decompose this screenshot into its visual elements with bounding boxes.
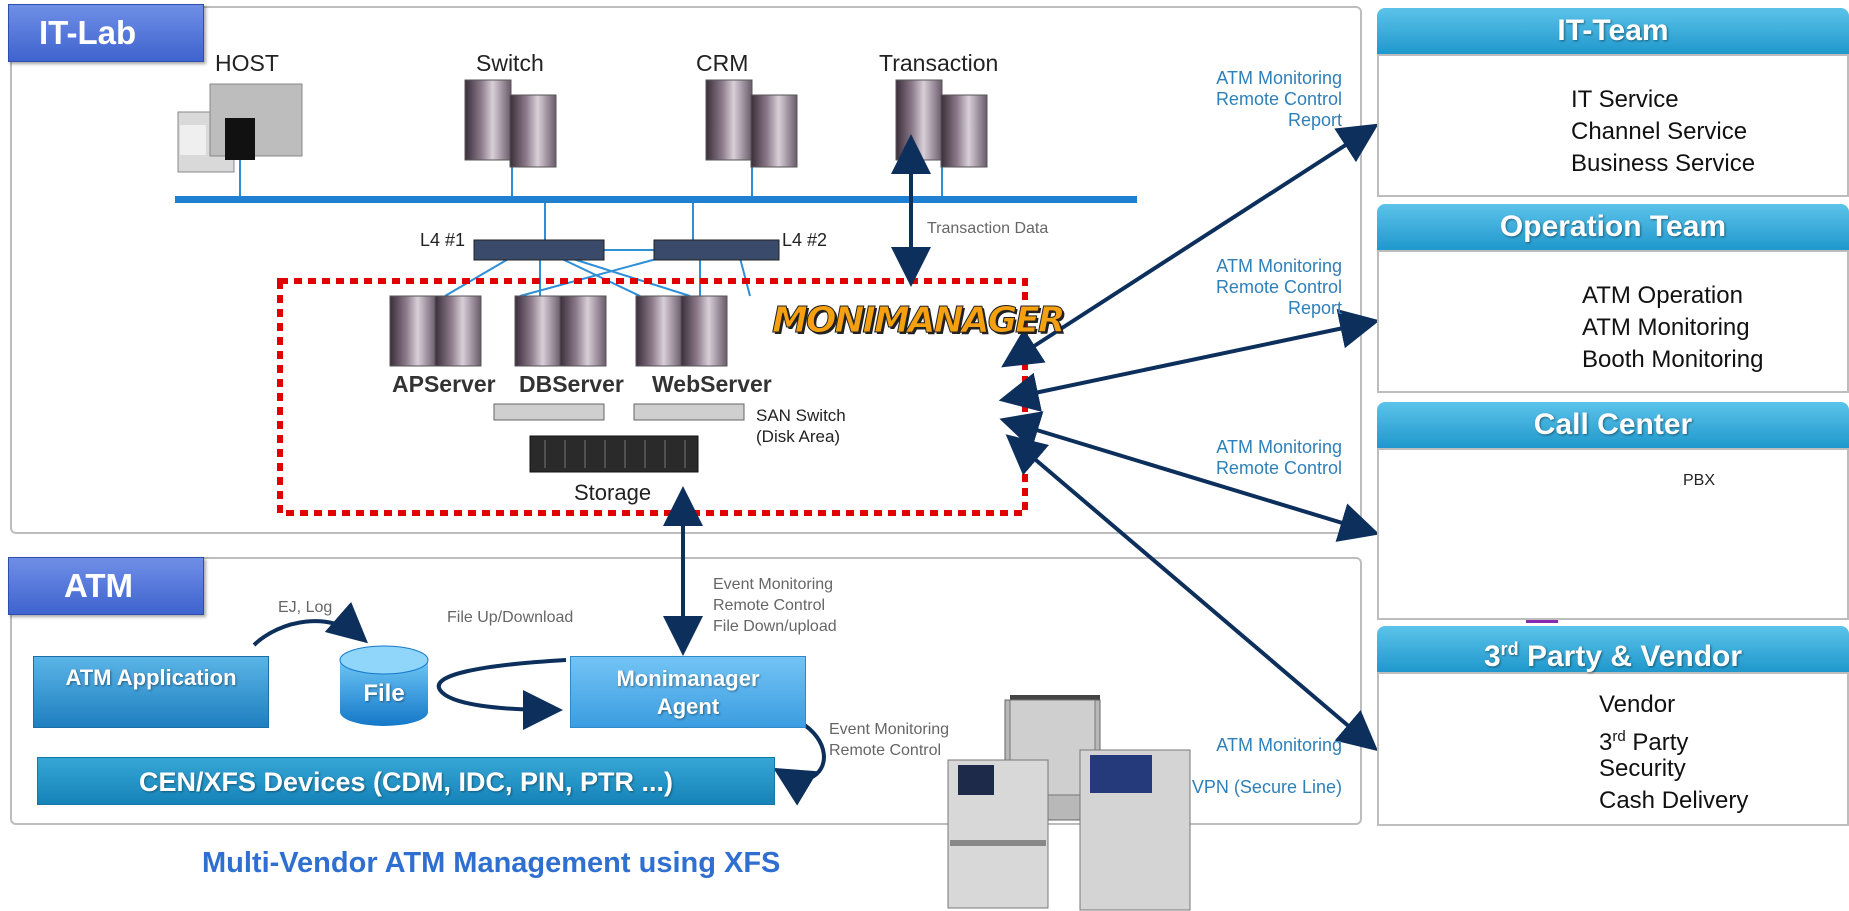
host-icon xyxy=(177,83,303,173)
server-label-db: DBServer xyxy=(519,371,624,397)
vendor-panel xyxy=(1377,672,1849,826)
dbserver-icon xyxy=(514,295,607,367)
operation-team-member: ATM Monitoring xyxy=(1582,314,1750,341)
atm-tag: ATM xyxy=(8,557,204,615)
node-label-transaction: Transaction xyxy=(879,50,999,76)
agent-text: Monimanager xyxy=(616,666,760,691)
itlab-tag: IT-Lab xyxy=(8,4,204,62)
backbone-line xyxy=(175,196,1137,203)
san-switch-label-2: (Disk Area) xyxy=(756,427,841,446)
webserver-icon xyxy=(635,295,728,367)
transaction-data-label: Transaction Data xyxy=(927,220,1049,237)
it-team-member: Business Service xyxy=(1571,150,1756,177)
vendor-title-text: 3 xyxy=(1483,640,1501,673)
atm-application-box: ATM Application xyxy=(33,656,269,728)
pbx-label: PBX xyxy=(1683,472,1716,489)
link-text: Remote Control xyxy=(1215,277,1342,297)
l4-label-1: L4 #1 xyxy=(420,230,466,250)
call-center-panel xyxy=(1377,448,1849,620)
it-team-member: Channel Service xyxy=(1571,118,1748,145)
server-label-ap: APServer xyxy=(392,371,496,397)
operation-team-member: Booth Monitoring xyxy=(1582,346,1764,373)
vendor-member: Cash Delivery xyxy=(1599,787,1749,814)
event-text: Remote Control xyxy=(829,742,942,759)
link-label-operation: ATM Monitoring Remote Control Report xyxy=(1190,256,1342,319)
l4-switch-1 xyxy=(473,239,605,261)
vendor-member-sup: rd xyxy=(1612,728,1626,745)
link-label-call-center: ATM Monitoring Remote Control xyxy=(1190,437,1342,479)
l4-label-2: L4 #2 xyxy=(782,230,828,250)
link-label-it-team: ATM Monitoring Remote Control Report xyxy=(1190,68,1342,131)
file-label: File xyxy=(363,680,405,707)
vendor-member: Vendor xyxy=(1599,691,1676,718)
it-team-panel xyxy=(1377,54,1849,197)
link-label-vpn: VPN (Secure Line) xyxy=(1191,777,1342,797)
link-text: Report xyxy=(1287,110,1342,130)
storage-icon xyxy=(529,435,699,473)
crm-server-icon xyxy=(705,79,798,168)
monimanager-logo: MONIMANAGER xyxy=(772,300,1066,342)
agent-text: Agent xyxy=(656,694,720,719)
event-text: Remote Control xyxy=(713,597,826,614)
event-text: Event Monitoring xyxy=(713,576,834,593)
link-text: Report xyxy=(1287,298,1342,318)
vendor-title-sup: rd xyxy=(1500,639,1519,659)
event-monitoring-bottom: Event Monitoring Remote Control xyxy=(829,719,949,761)
link-text: ATM Monitoring xyxy=(1216,256,1342,276)
operation-team-title: Operation Team xyxy=(1377,204,1849,250)
l4-switch-2 xyxy=(653,239,780,261)
call-center-title: Call Center xyxy=(1377,402,1849,448)
transaction-server-icon xyxy=(895,79,988,168)
vendor-title: 3rd Party & Vendor xyxy=(1377,626,1849,673)
link-text: ATM Monitoring xyxy=(1216,437,1342,457)
file-updown-label: File Up/Download xyxy=(447,609,574,626)
link-label-vendor: ATM Monitoring xyxy=(1216,735,1342,755)
storage-label: Storage xyxy=(574,480,652,505)
file-cylinder-icon xyxy=(339,645,429,726)
apserver-icon xyxy=(389,295,482,367)
it-team-title: IT-Team xyxy=(1377,8,1849,54)
san-switch-1 xyxy=(493,403,605,421)
event-text: Event Monitoring xyxy=(829,721,950,738)
monimanager-agent-box: Monimanager Agent xyxy=(570,656,806,728)
san-switch-label-1: SAN Switch xyxy=(756,406,846,425)
vendor-member-text: Party xyxy=(1625,729,1689,756)
vendor-title-text: Party & Vendor xyxy=(1518,640,1743,673)
switch-server-icon xyxy=(464,79,557,168)
link-text: Remote Control xyxy=(1215,458,1342,478)
node-label-switch: Switch xyxy=(476,50,544,76)
event-monitoring-top: Event Monitoring Remote Control File Dow… xyxy=(713,574,837,637)
ej-log-label: EJ, Log xyxy=(278,599,333,616)
atm-machine-icon xyxy=(947,695,1191,911)
node-label-crm: CRM xyxy=(696,50,749,76)
cen-xfs-devices-bar: CEN/XFS Devices (CDM, IDC, PIN, PTR ...) xyxy=(37,757,775,805)
vendor-member: 3rd Party xyxy=(1599,721,1688,759)
link-text: ATM Monitoring xyxy=(1216,68,1342,88)
operation-team-panel xyxy=(1377,250,1849,393)
diagram-caption: Multi-Vendor ATM Management using XFS xyxy=(202,847,781,879)
event-text: File Down/upload xyxy=(713,618,837,635)
it-team-member: IT Service xyxy=(1571,86,1679,113)
link-text: Remote Control xyxy=(1215,89,1342,109)
operation-team-member: ATM Operation xyxy=(1582,282,1743,309)
vendor-member-text: 3 xyxy=(1599,729,1613,756)
node-label-host: HOST xyxy=(215,50,279,76)
san-switch-2 xyxy=(633,403,745,421)
server-label-web: WebServer xyxy=(652,371,772,397)
vendor-member: Security xyxy=(1599,755,1686,782)
